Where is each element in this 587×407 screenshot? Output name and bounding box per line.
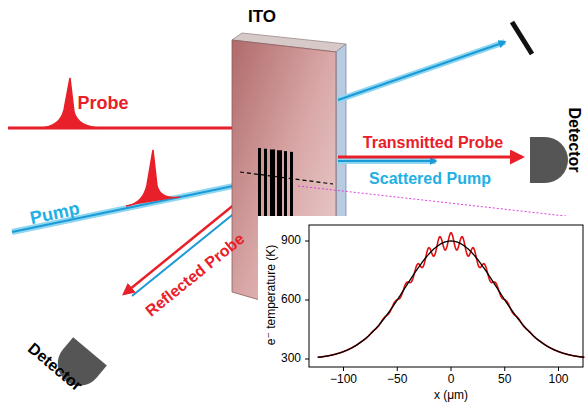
tick bbox=[397, 367, 398, 371]
tick-label: 300 bbox=[281, 352, 301, 365]
tick-label: 600 bbox=[281, 293, 301, 306]
tick-label: −50 bbox=[387, 373, 407, 386]
tick bbox=[343, 367, 344, 371]
part-name: ITO bbox=[248, 8, 276, 27]
oscillating-curve bbox=[318, 233, 585, 358]
tick-label: 100 bbox=[548, 373, 568, 386]
detector-right bbox=[530, 137, 568, 183]
tick-label: 50 bbox=[498, 373, 511, 386]
pump-beam bbox=[12, 150, 262, 232]
grating-bar bbox=[258, 148, 261, 226]
output-beams bbox=[338, 42, 522, 161]
part-name: Detector bbox=[565, 108, 583, 173]
inset-plot bbox=[258, 216, 587, 407]
grating-bar bbox=[270, 149, 275, 227]
tick bbox=[558, 367, 559, 371]
grating-bar bbox=[264, 149, 267, 227]
tick bbox=[451, 367, 452, 371]
axis-title: x (μm) bbox=[434, 389, 468, 402]
plot-frame bbox=[309, 225, 583, 367]
tick bbox=[504, 367, 505, 371]
tick bbox=[305, 241, 309, 242]
smooth-curve bbox=[318, 241, 585, 357]
axis-title: e⁻ temperature (K) bbox=[265, 245, 278, 345]
beam-label: Probe bbox=[77, 94, 128, 114]
beam-block bbox=[512, 22, 532, 54]
tick-label: −100 bbox=[330, 373, 357, 386]
zoom-guide bbox=[298, 186, 583, 218]
tick bbox=[305, 359, 309, 360]
tick bbox=[305, 300, 309, 301]
tick-label: 0 bbox=[448, 373, 455, 386]
tick-label: 900 bbox=[281, 234, 301, 247]
beam-label: Transmitted Probe bbox=[363, 134, 503, 152]
beam-label: Scattered Pump bbox=[369, 170, 491, 188]
probe-beam bbox=[8, 78, 232, 128]
